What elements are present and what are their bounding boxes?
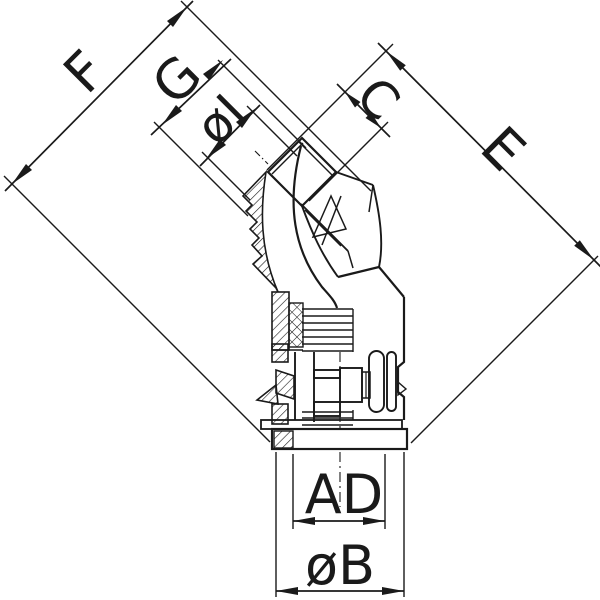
latch-mechanism xyxy=(313,352,371,422)
capsule-slot-small xyxy=(386,351,397,412)
conduit-ribs-lower xyxy=(302,410,354,426)
arrowhead xyxy=(574,240,594,260)
extension-line xyxy=(153,121,249,217)
union-nut xyxy=(300,171,383,269)
arrowhead xyxy=(206,139,226,159)
arrowhead xyxy=(365,112,381,128)
nut-wrench-flat-triangle xyxy=(311,194,348,239)
bore-inner-right-curve xyxy=(292,145,339,309)
conduit-ribs-upper xyxy=(302,308,354,352)
extension-line xyxy=(3,175,271,443)
end-face-chamfer-line xyxy=(271,142,304,175)
end-face-chamfer-line-2 xyxy=(298,141,334,177)
dimensions: F G øI C xyxy=(3,0,600,597)
extension-line xyxy=(217,59,307,149)
arrowhead xyxy=(382,587,404,595)
arrowhead xyxy=(345,92,361,108)
extension-line xyxy=(180,0,372,192)
extension-line xyxy=(201,151,251,201)
arrowhead xyxy=(167,7,187,27)
capsule-slot-large xyxy=(368,350,385,413)
arrowhead xyxy=(12,164,32,184)
dimension-label-B: øB xyxy=(305,534,375,597)
arrowhead xyxy=(293,517,315,525)
extension-line xyxy=(308,121,389,202)
right-latch-claw xyxy=(397,380,408,397)
seal-cross-hatched xyxy=(288,302,304,348)
dimension-line xyxy=(4,0,194,192)
arrowhead xyxy=(236,108,256,128)
base-flange xyxy=(260,419,409,451)
dimension-E: E xyxy=(377,42,600,444)
arrowhead xyxy=(276,587,298,595)
left-wall-stack xyxy=(255,343,295,425)
dimension-label-F: F xyxy=(52,39,119,106)
extension-line xyxy=(266,43,394,171)
dimension-line xyxy=(377,42,600,268)
threaded-wall-cross-section xyxy=(241,169,279,293)
extension-line xyxy=(410,255,599,444)
arrowhead xyxy=(363,517,385,525)
dimension-B: øB xyxy=(275,452,405,597)
nut-outer-profile xyxy=(372,184,383,268)
lower-body xyxy=(255,265,408,426)
arrowhead xyxy=(203,60,223,80)
dimension-AD: AD xyxy=(292,454,386,529)
body-right-wall xyxy=(396,297,406,420)
latch-pin xyxy=(339,367,363,403)
tube-axis-centerline xyxy=(254,150,269,165)
dimension-label-AD: AD xyxy=(305,463,384,526)
dimension-label-E: E xyxy=(469,115,538,184)
shell-wall-hatched xyxy=(271,291,290,351)
elbow-section xyxy=(241,145,339,351)
pawl-spike xyxy=(255,383,279,405)
arrowhead xyxy=(386,51,406,71)
bore-curve-right xyxy=(301,205,339,278)
dimension-label-C: C xyxy=(345,66,411,132)
flange xyxy=(270,427,409,451)
arrowhead xyxy=(162,105,182,125)
flange-section-hatched xyxy=(273,430,294,449)
fitting-body xyxy=(241,136,409,507)
retaining-pawl xyxy=(275,368,295,401)
dimension-C: C xyxy=(266,43,411,202)
